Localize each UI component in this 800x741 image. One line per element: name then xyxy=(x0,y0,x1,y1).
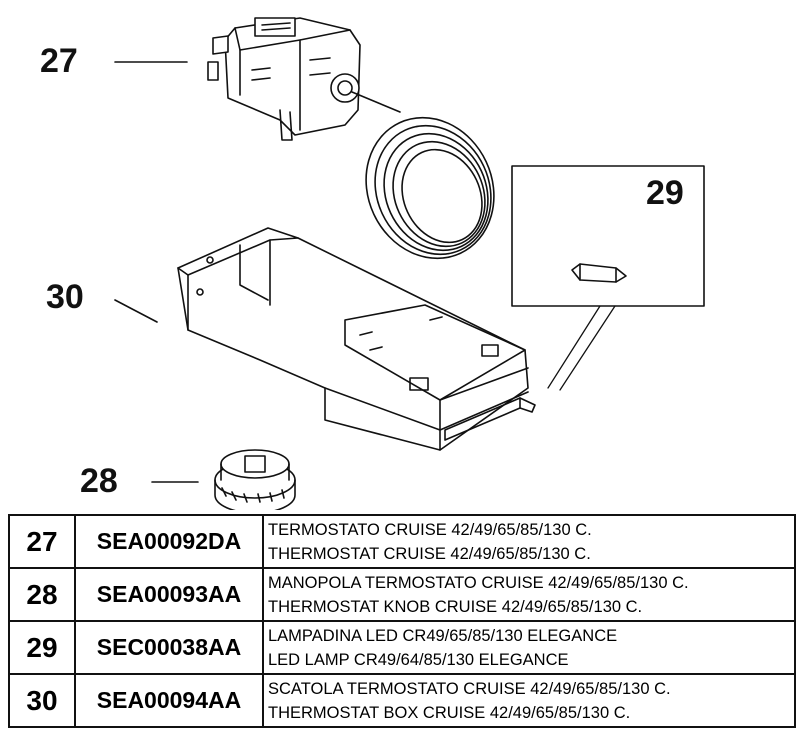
part-number: 30 xyxy=(8,673,76,728)
description-english: THERMOSTAT BOX CRUISE 42/49/65/85/130 C. xyxy=(268,703,631,722)
callout-28: 28 xyxy=(80,462,118,500)
exploded-view-drawing xyxy=(114,17,705,510)
callout-29: 29 xyxy=(646,174,684,212)
table-row: 30 SEA00094AA SCATOLA TERMOSTATO CRUISE … xyxy=(8,673,796,728)
table-row: 27 SEA00092DA TERMOSTATO CRUISE 42/49/65… xyxy=(8,514,796,569)
part-description: LAMPADINA LED CR49/65/85/130 ELEGANCE LE… xyxy=(262,620,796,675)
part-number: 29 xyxy=(8,620,76,675)
description-italian: SCATOLA TERMOSTATO CRUISE 42/49/65/85/13… xyxy=(268,679,671,698)
part-number: 28 xyxy=(8,567,76,622)
part-number: 27 xyxy=(8,514,76,569)
leader-line-30 xyxy=(114,299,158,323)
table-row: 29 SEC00038AA LAMPADINA LED CR49/65/85/1… xyxy=(8,620,796,675)
led-lamp-inset-part-29 xyxy=(511,165,705,391)
part-code: SEA00094AA xyxy=(74,673,264,728)
part-code: SEA00092DA xyxy=(74,514,264,569)
part-description: SCATOLA TERMOSTATO CRUISE 42/49/65/85/13… xyxy=(262,673,796,728)
parts-list-table: 27 SEA00092DA TERMOSTATO CRUISE 42/49/65… xyxy=(8,514,796,728)
part-description: TERMOSTATO CRUISE 42/49/65/85/130 C. THE… xyxy=(262,514,796,569)
callout-27: 27 xyxy=(40,42,78,80)
description-english: THERMOSTAT KNOB CRUISE 42/49/65/85/130 C… xyxy=(268,597,643,616)
part-code: SEC00038AA xyxy=(74,620,264,675)
description-italian: LAMPADINA LED CR49/65/85/130 ELEGANCE xyxy=(268,626,618,645)
part-code: SEA00093AA xyxy=(74,567,264,622)
description-italian: MANOPOLA TERMOSTATO CRUISE 42/49/65/85/1… xyxy=(268,573,689,592)
thermostat-box-part-30 xyxy=(177,227,536,451)
thermostat-part-27 xyxy=(207,17,495,260)
description-english: THERMOSTAT CRUISE 42/49/65/85/130 C. xyxy=(268,544,591,563)
description-italian: TERMOSTATO CRUISE 42/49/65/85/130 C. xyxy=(268,520,592,539)
description-english: LED LAMP CR49/64/85/130 ELEGANCE xyxy=(268,650,569,669)
callout-30: 30 xyxy=(46,278,84,316)
part-description: MANOPOLA TERMOSTATO CRUISE 42/49/65/85/1… xyxy=(262,567,796,622)
table-row: 28 SEA00093AA MANOPOLA TERMOSTATO CRUISE… xyxy=(8,567,796,622)
thermostat-knob-part-28 xyxy=(214,449,296,510)
